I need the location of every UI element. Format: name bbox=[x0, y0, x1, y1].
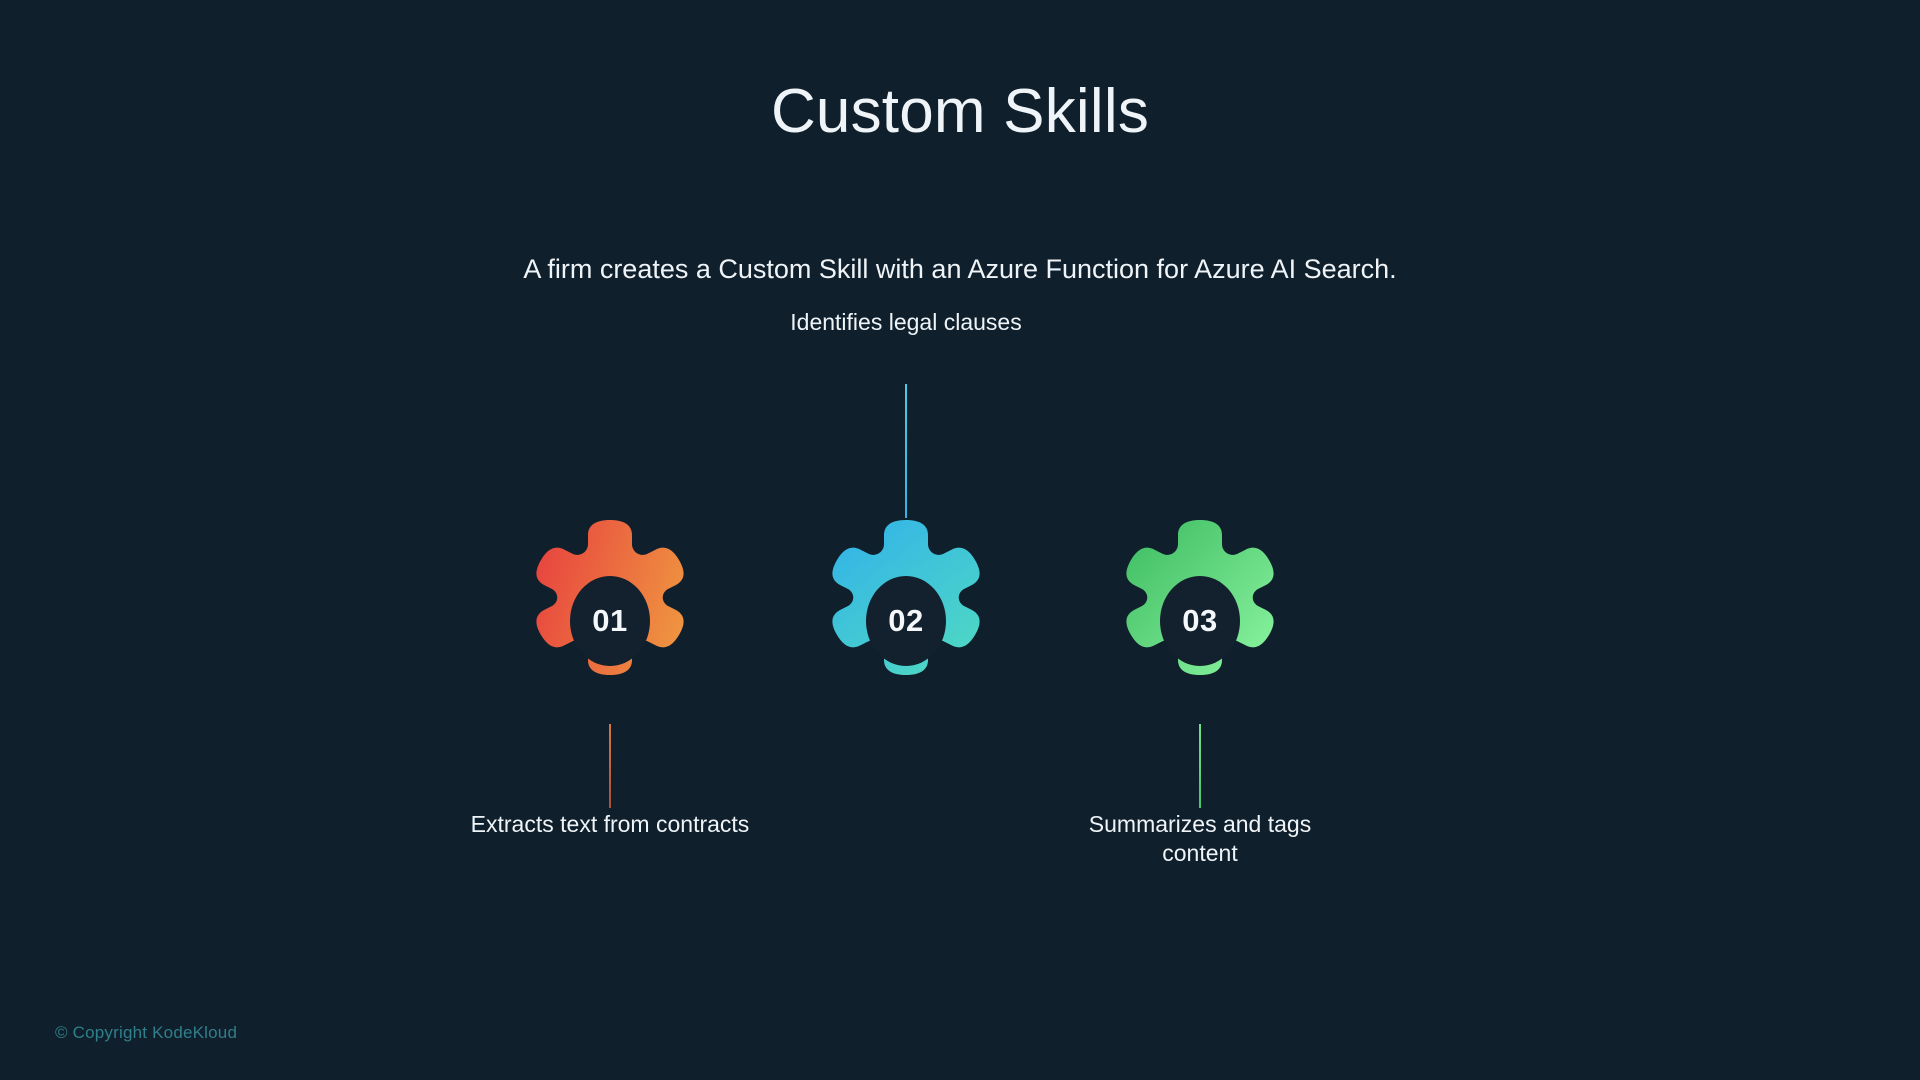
connector-line-2 bbox=[905, 384, 907, 518]
connector-line-3 bbox=[1199, 724, 1201, 808]
copyright-footer: © Copyright KodeKloud bbox=[55, 1023, 238, 1042]
connector-line-1 bbox=[609, 724, 611, 808]
gear-caption-2: Identifies legal clauses bbox=[790, 309, 1022, 335]
gear-icon-1: 01 bbox=[507, 518, 713, 724]
gear-step-2[interactable]: Identifies legal clauses 02 bbox=[756, 309, 1056, 908]
gear-icon-3: 03 bbox=[1097, 518, 1303, 724]
gear-step-3[interactable]: 03 Summarizes and tags content bbox=[1050, 348, 1350, 908]
page-title: Custom Skills bbox=[770, 77, 1150, 146]
gear-hub-3 bbox=[1160, 576, 1240, 666]
gear-caption-3: Summarizes and tags content bbox=[1088, 811, 1312, 867]
gear-step-1[interactable]: 01 Extracts text from contracts bbox=[460, 348, 760, 908]
gear-icon-2: 02 bbox=[803, 518, 1009, 724]
gear-hub-1 bbox=[570, 576, 650, 666]
gear-hub-2 bbox=[866, 576, 946, 666]
slide-subtitle: A firm creates a Custom Skill with an Az… bbox=[523, 254, 1397, 284]
gear-caption-1: Extracts text from contracts bbox=[470, 811, 750, 837]
gear-step-row: 01 Extracts text from contracts Identifi… bbox=[460, 309, 1460, 908]
